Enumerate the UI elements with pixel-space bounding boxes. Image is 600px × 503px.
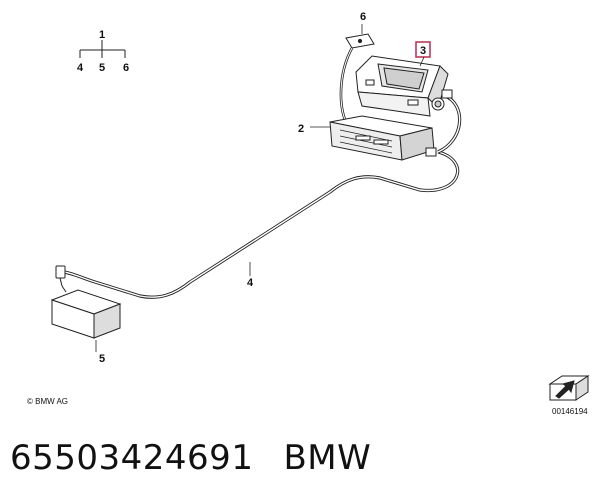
callout-3-highlight — [415, 41, 431, 58]
callout-4: 4 — [247, 277, 254, 289]
callout-6: 6 — [360, 11, 366, 23]
box-part-5 — [50, 289, 122, 339]
callout-3: 3 — [420, 45, 426, 57]
brand-name: BMW — [283, 438, 372, 478]
callout-5: 5 — [99, 353, 105, 365]
tree-child-label: 5 — [99, 62, 105, 74]
connector-5 — [55, 265, 67, 293]
bracket-part-6 — [345, 33, 375, 49]
cable-6-inner — [340, 47, 353, 121]
control-unit-part-2 — [329, 115, 437, 161]
parts-diagram: 1 4 5 6 5 4 6 — [27, 11, 590, 416]
leader-3 — [419, 56, 425, 67]
cable-4 — [61, 94, 462, 299]
tree-child-label: 4 — [77, 62, 84, 74]
part-number: 65503424691 — [10, 438, 254, 478]
display-part-3 — [355, 55, 453, 117]
tree-child-label: 6 — [123, 62, 129, 74]
doc-number: 00146194 — [552, 407, 588, 416]
part-caption: 65503424691 BMW — [10, 438, 371, 478]
callout-2: 2 — [298, 123, 304, 135]
arrow-icon — [548, 375, 590, 401]
copyright-text: © BMW AG — [27, 397, 68, 406]
tree-root-label: 1 — [99, 29, 105, 41]
